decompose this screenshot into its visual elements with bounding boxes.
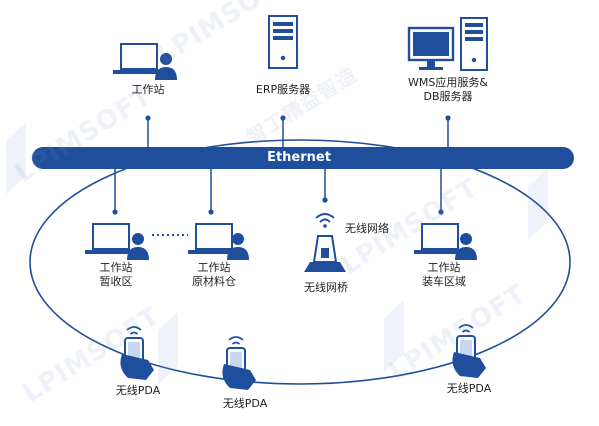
ws-material-label-line1: 工作站 bbox=[197, 261, 231, 274]
pda-hand-icon bbox=[120, 326, 154, 380]
pda-left-label: 无线PDA bbox=[115, 384, 161, 397]
wireless-bridge-icon bbox=[304, 213, 346, 272]
laptop-user-icon bbox=[113, 43, 177, 80]
wireless-network-label: 无线网络 bbox=[345, 222, 389, 235]
wms-server-label: WMS应用服务& DB服务器 bbox=[408, 76, 488, 104]
bottom-connectors bbox=[114, 168, 442, 212]
server-tower-icon bbox=[268, 15, 298, 69]
laptop-user-icon bbox=[85, 223, 149, 260]
ethernet-label: Ethernet bbox=[267, 150, 331, 165]
ws-material-label: 工作站 原材料仓 bbox=[192, 261, 236, 289]
laptop-user-icon bbox=[414, 223, 477, 260]
pda-hand-icon bbox=[452, 324, 486, 378]
wireless-bridge-label: 无线网桥 bbox=[304, 281, 348, 294]
ws-loading-label-line2: 装车区域 bbox=[422, 275, 466, 288]
ws-staging-label: 工作站 暂收区 bbox=[100, 261, 133, 289]
ws-loading-label: 工作站 装车区域 bbox=[422, 261, 466, 289]
ws-staging-label-line1: 工作站 bbox=[99, 261, 133, 274]
pda-mid-label: 无线PDA bbox=[222, 397, 268, 410]
top-connector-dots bbox=[145, 115, 451, 121]
workstation-top-label: 工作站 bbox=[131, 83, 165, 96]
wms-server-label-line2: DB服务器 bbox=[423, 90, 473, 103]
wireless-coverage-loop bbox=[29, 139, 571, 385]
ws-loading-label-line1: 工作站 bbox=[427, 261, 461, 274]
pda-hand-icon bbox=[222, 336, 256, 390]
monitor-server-icon bbox=[407, 17, 488, 71]
bottom-connector-dots bbox=[112, 197, 444, 215]
laptop-user-icon bbox=[188, 223, 249, 260]
top-connectors bbox=[147, 118, 449, 150]
pda-right-label: 无线PDA bbox=[446, 382, 492, 395]
ws-staging-label-line2: 暂收区 bbox=[99, 275, 133, 288]
ethernet-bus bbox=[32, 147, 574, 169]
ws-material-label-line2: 原材料仓 bbox=[192, 275, 236, 288]
erp-server-label: ERP服务器 bbox=[255, 83, 311, 96]
wms-server-label-line1: WMS应用服务& bbox=[408, 76, 488, 89]
watermark-logo-mark bbox=[6, 122, 548, 384]
